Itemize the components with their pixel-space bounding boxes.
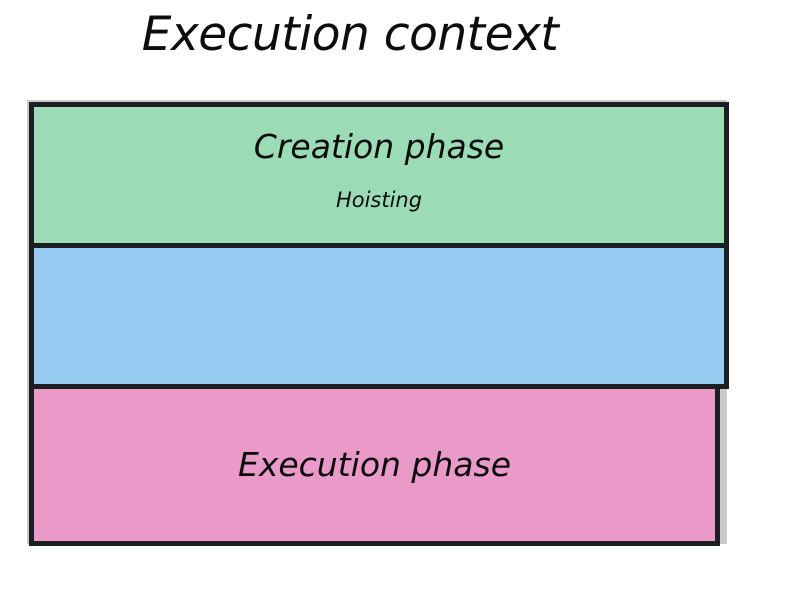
creation-phase-band[interactable]: Creation phase Hoisting bbox=[29, 102, 729, 248]
execution-context-diagram: Creation phase Hoisting Execution phase bbox=[27, 100, 729, 546]
creation-phase-subtitle-hoisting: Hoisting bbox=[335, 188, 423, 212]
page-title: Execution context bbox=[141, 7, 559, 62]
execution-phase-band[interactable]: Execution phase bbox=[29, 384, 720, 546]
middle-empty-band[interactable] bbox=[29, 243, 729, 389]
execution-phase-title: Execution phase bbox=[237, 445, 512, 484]
creation-phase-title: Creation phase bbox=[253, 127, 505, 166]
